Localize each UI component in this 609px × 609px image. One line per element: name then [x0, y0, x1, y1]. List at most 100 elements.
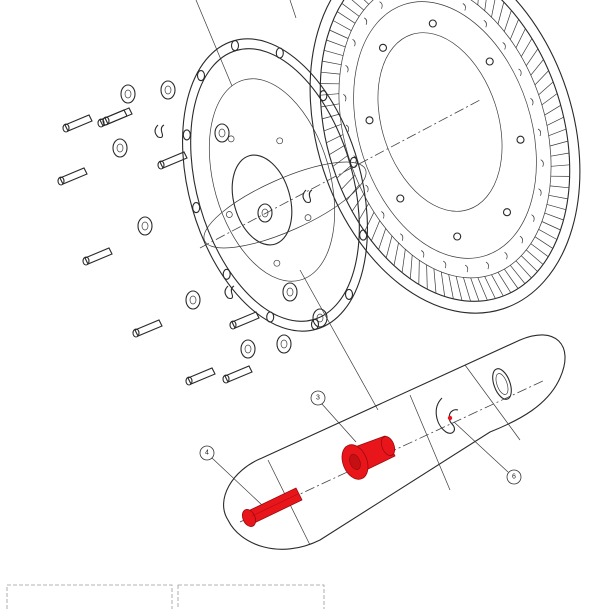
- rotor-slot: [462, 3, 466, 11]
- rotor-vane: [509, 19, 519, 40]
- bolt-head: [82, 256, 90, 266]
- hat-bolt-hole: [310, 318, 320, 330]
- detail-leader: [299, 269, 379, 411]
- rotor-slot: [352, 38, 356, 47]
- rotor-vane: [544, 105, 561, 116]
- nut-bore: [244, 344, 252, 354]
- hub-hole: [273, 259, 281, 267]
- rotor-slot: [537, 128, 542, 137]
- rotor-vane: [526, 48, 539, 66]
- loose-nut: [160, 80, 176, 100]
- hat-bolt-hole: [196, 70, 206, 82]
- nut-bore: [286, 287, 294, 297]
- highlighted-nut: [341, 435, 396, 480]
- rotor-vane: [497, 2, 505, 25]
- rotor-vane: [504, 268, 519, 289]
- rotor-vane: [448, 274, 454, 299]
- loose-nut: [257, 203, 273, 223]
- rotor-bolt: [365, 116, 374, 125]
- rotor-vane: [477, 277, 488, 301]
- rotor-vane: [418, 260, 420, 285]
- rotor-vane: [491, 274, 504, 297]
- hat-bolt-hole: [319, 90, 328, 102]
- hat-bolt-hole: [266, 311, 275, 323]
- rotor-vane: [364, 212, 375, 232]
- bolt-head: [97, 118, 105, 128]
- nut-bore: [189, 295, 197, 305]
- loose-bolt: [99, 109, 128, 127]
- rotor-slot: [485, 261, 489, 270]
- rotor-vane: [329, 144, 346, 155]
- highlighted-bolt: [241, 487, 303, 527]
- rotor-vane: [401, 249, 406, 273]
- rotor-vane: [541, 221, 561, 231]
- nut-bore: [124, 89, 132, 99]
- bolt-head: [185, 376, 193, 386]
- loose-clip: [224, 285, 235, 300]
- rotor-slot: [381, 211, 385, 219]
- bolt-head: [62, 123, 70, 133]
- rotor-slot: [540, 159, 544, 167]
- rotor-slot: [379, 1, 383, 9]
- rotor-vane: [440, 271, 446, 297]
- loose-nut: [137, 216, 153, 236]
- rotor-vane: [541, 93, 558, 106]
- rotor-bolt: [502, 208, 512, 217]
- retaining-clip: [435, 397, 459, 434]
- callout-4-label: 4: [205, 450, 209, 457]
- rotor-vane: [551, 164, 570, 167]
- rotor-slot: [518, 68, 522, 77]
- hat-bolt-hole: [359, 229, 368, 241]
- rotor-slot: [483, 19, 487, 28]
- rotor-vane: [534, 236, 553, 249]
- rotor-vane: [341, 174, 356, 190]
- rotor-vane: [433, 268, 437, 294]
- loose-nut: [112, 138, 128, 158]
- rotor-vane: [324, 49, 344, 56]
- hat-bolt-holes: [182, 40, 368, 330]
- loose-bolt: [187, 367, 216, 385]
- loose-bolt: [159, 151, 188, 169]
- rotor-vane: [385, 235, 393, 258]
- rotor-slot: [365, 184, 369, 193]
- bolt-head: [222, 374, 230, 384]
- title-block-left: [6, 584, 173, 609]
- rotor-vane: [546, 116, 564, 126]
- rotor-vane: [510, 265, 526, 284]
- rotor-vane: [351, 0, 365, 11]
- loose-clip: [302, 189, 313, 204]
- rotor-bolt: [428, 19, 437, 28]
- loose-bolt: [224, 365, 253, 383]
- rotor-vane: [477, 0, 479, 5]
- rotor-slot: [345, 64, 349, 73]
- callout-3-label: 3: [316, 395, 320, 402]
- rotor-slot: [530, 97, 534, 106]
- rotor-vane: [484, 0, 487, 11]
- rotor-vane: [393, 242, 399, 266]
- rotor-slot: [400, 233, 404, 241]
- rotor-vane: [521, 255, 538, 272]
- bolt-head: [132, 328, 140, 338]
- rotor-vane: [544, 212, 564, 221]
- rotor-slot: [343, 93, 347, 102]
- loose-bolt: [64, 114, 93, 132]
- nut-bore: [316, 313, 324, 323]
- rotor-vane: [455, 276, 463, 301]
- rotor-vane: [326, 39, 346, 48]
- brake-rotor: [309, 0, 581, 314]
- bolt-head: [57, 176, 65, 186]
- rotor-vane: [525, 249, 544, 265]
- rotor-vane: [549, 140, 568, 147]
- rotor-vane: [329, 29, 349, 39]
- hat-bolt-hole: [344, 288, 354, 300]
- rotor-vane: [346, 184, 360, 201]
- rotor-vane: [515, 28, 526, 48]
- hub-hole: [227, 135, 235, 143]
- rotor-vane: [320, 71, 341, 75]
- detail-bearing: [492, 368, 512, 400]
- detail-circle: [203, 161, 367, 249]
- rotor-vane: [534, 70, 549, 86]
- rotor-vanes: [320, 0, 570, 302]
- detail-view: [223, 334, 566, 550]
- title-block-right: [177, 584, 325, 609]
